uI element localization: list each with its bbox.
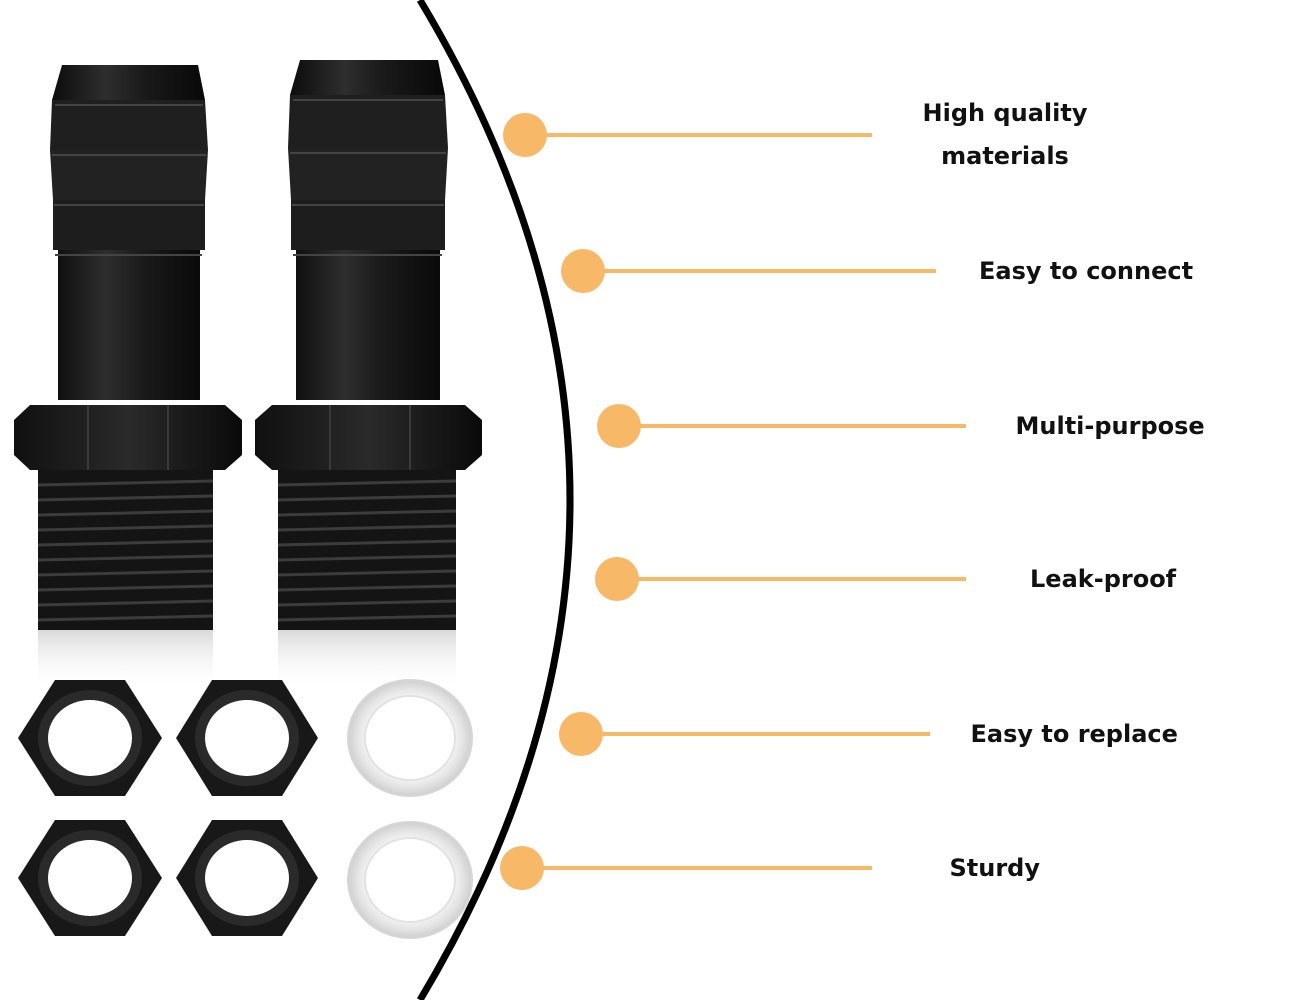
callout-dot <box>559 712 603 756</box>
feature-label-line: High quality <box>922 99 1088 127</box>
divider-arc <box>416 0 574 1002</box>
washer-1 <box>347 679 473 797</box>
hex-nut-2 <box>176 680 318 796</box>
feature-label: Multi-purpose <box>1016 405 1205 448</box>
feature-label: Leak-proof <box>1030 558 1176 601</box>
feature-label-line: Multi-purpose <box>1015 411 1205 440</box>
callout-dot <box>503 113 547 157</box>
hex-nut-1 <box>18 680 162 796</box>
barb-fitting-left <box>14 65 242 690</box>
feature-label-line: materials <box>941 142 1069 170</box>
callout-marker <box>503 113 872 157</box>
callout-dot <box>595 557 639 601</box>
callout-marker <box>561 249 936 293</box>
feature-label-line: Easy to connect <box>979 256 1194 285</box>
feature-label: High quality materials <box>923 92 1088 178</box>
callout-dot <box>500 846 544 890</box>
feature-label-line: Easy to replace <box>970 719 1178 748</box>
hex-nut-4 <box>176 820 318 936</box>
callout-marker <box>595 557 966 601</box>
washer-2 <box>347 821 473 939</box>
callout-marker <box>597 404 966 448</box>
hex-nut-3 <box>18 820 162 936</box>
feature-label: Easy to connect <box>979 250 1193 293</box>
callout-marker <box>559 712 930 756</box>
feature-label: Sturdy <box>950 847 1041 890</box>
callout-dot <box>597 404 641 448</box>
barb-fitting-right <box>255 60 482 690</box>
feature-label-line: Sturdy <box>949 853 1041 882</box>
callout-dot <box>561 249 605 293</box>
feature-label-line: Leak-proof <box>1030 564 1177 593</box>
callout-marker <box>500 846 872 890</box>
feature-label: Easy to replace <box>971 713 1178 756</box>
